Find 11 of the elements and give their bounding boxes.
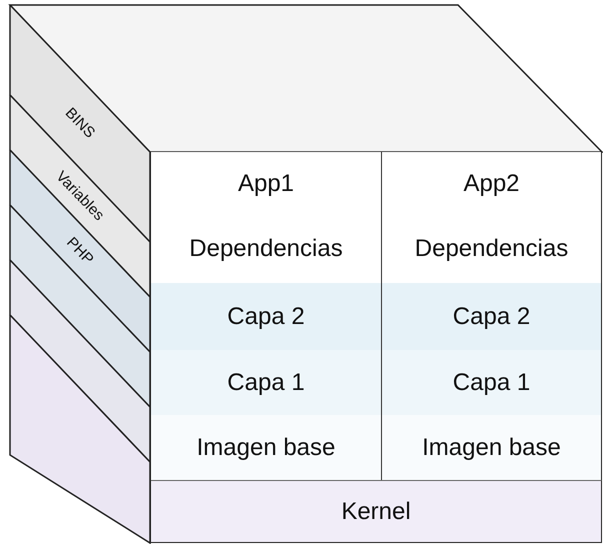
layer-cell: Capa 2 [381, 283, 602, 350]
band-label: PHP [63, 234, 97, 268]
layer-cell: Imagen base [150, 415, 381, 480]
layer-cell: App1 [150, 152, 381, 215]
layer-cell: Kernel [150, 480, 602, 543]
layer-cell: Dependencias [381, 215, 602, 283]
layer-cell: Capa 1 [150, 350, 381, 415]
layer-cell: Capa 2 [150, 283, 381, 350]
layer-cell: App2 [381, 152, 602, 215]
layer-cell: Capa 1 [381, 350, 602, 415]
layer-cell: Imagen base [381, 415, 602, 480]
